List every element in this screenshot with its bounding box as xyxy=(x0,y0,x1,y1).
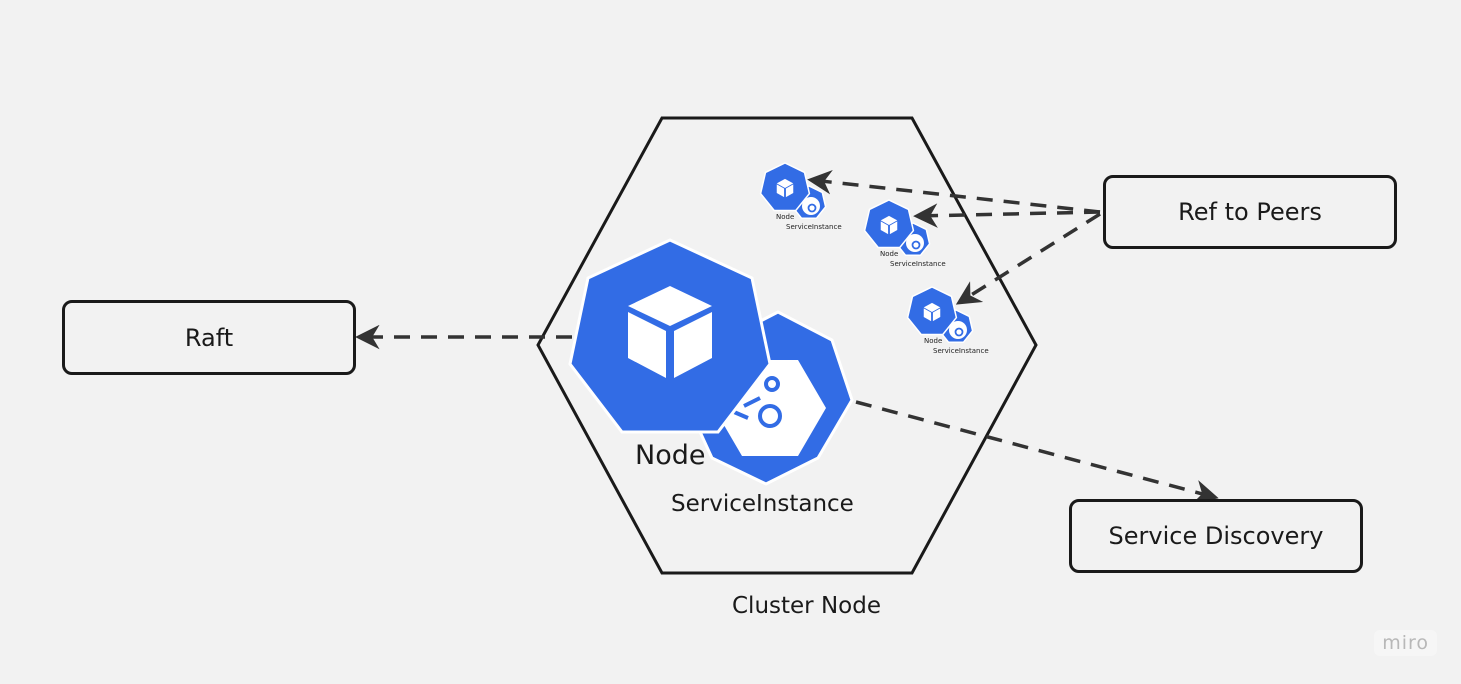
main-node-group xyxy=(568,238,854,486)
ref-to-peers-label: Ref to Peers xyxy=(1178,198,1322,226)
raft-label: Raft xyxy=(184,323,234,352)
peer-node-group-3 xyxy=(906,286,974,344)
cube-icon xyxy=(628,286,712,378)
arrow-peers-to-node-3 xyxy=(955,212,1101,305)
arrow-peers-to-node-1 xyxy=(807,169,1101,214)
peer-gear-icon xyxy=(807,203,817,213)
node-icon xyxy=(568,238,772,434)
peer-node-label-3: Node xyxy=(924,337,943,345)
gears-icon xyxy=(733,376,782,428)
raft-box[interactable]: Raft xyxy=(62,300,356,375)
arrow-peers-to-node-2 xyxy=(913,203,1101,228)
service-discovery-label: Service Discovery xyxy=(1108,522,1324,550)
peer-node-label-1: Node xyxy=(776,213,795,221)
main-node-label: Node xyxy=(635,440,706,471)
ref-to-peers-box[interactable]: Ref to Peers xyxy=(1103,175,1397,249)
cluster-node-hexagon xyxy=(536,116,1038,575)
peer-service-label-2: ServiceInstance xyxy=(890,260,946,268)
cluster-node-label: Cluster Node xyxy=(732,593,881,619)
peer-gear-icon xyxy=(911,240,921,250)
peer-service-label-1: ServiceInstance xyxy=(786,223,842,231)
peer-service-label-3: ServiceInstance xyxy=(933,347,989,355)
miro-watermark: miro xyxy=(1374,630,1437,656)
peer-node-group-2 xyxy=(863,199,931,257)
arrow-to-discovery xyxy=(855,400,1219,504)
peer-node-label-2: Node xyxy=(880,250,899,258)
peer-node-group-1 xyxy=(759,162,827,220)
service-discovery-box[interactable]: Service Discovery xyxy=(1069,499,1363,573)
main-service-instance-label: ServiceInstance xyxy=(671,491,854,517)
peer-gear-icon xyxy=(954,327,964,337)
